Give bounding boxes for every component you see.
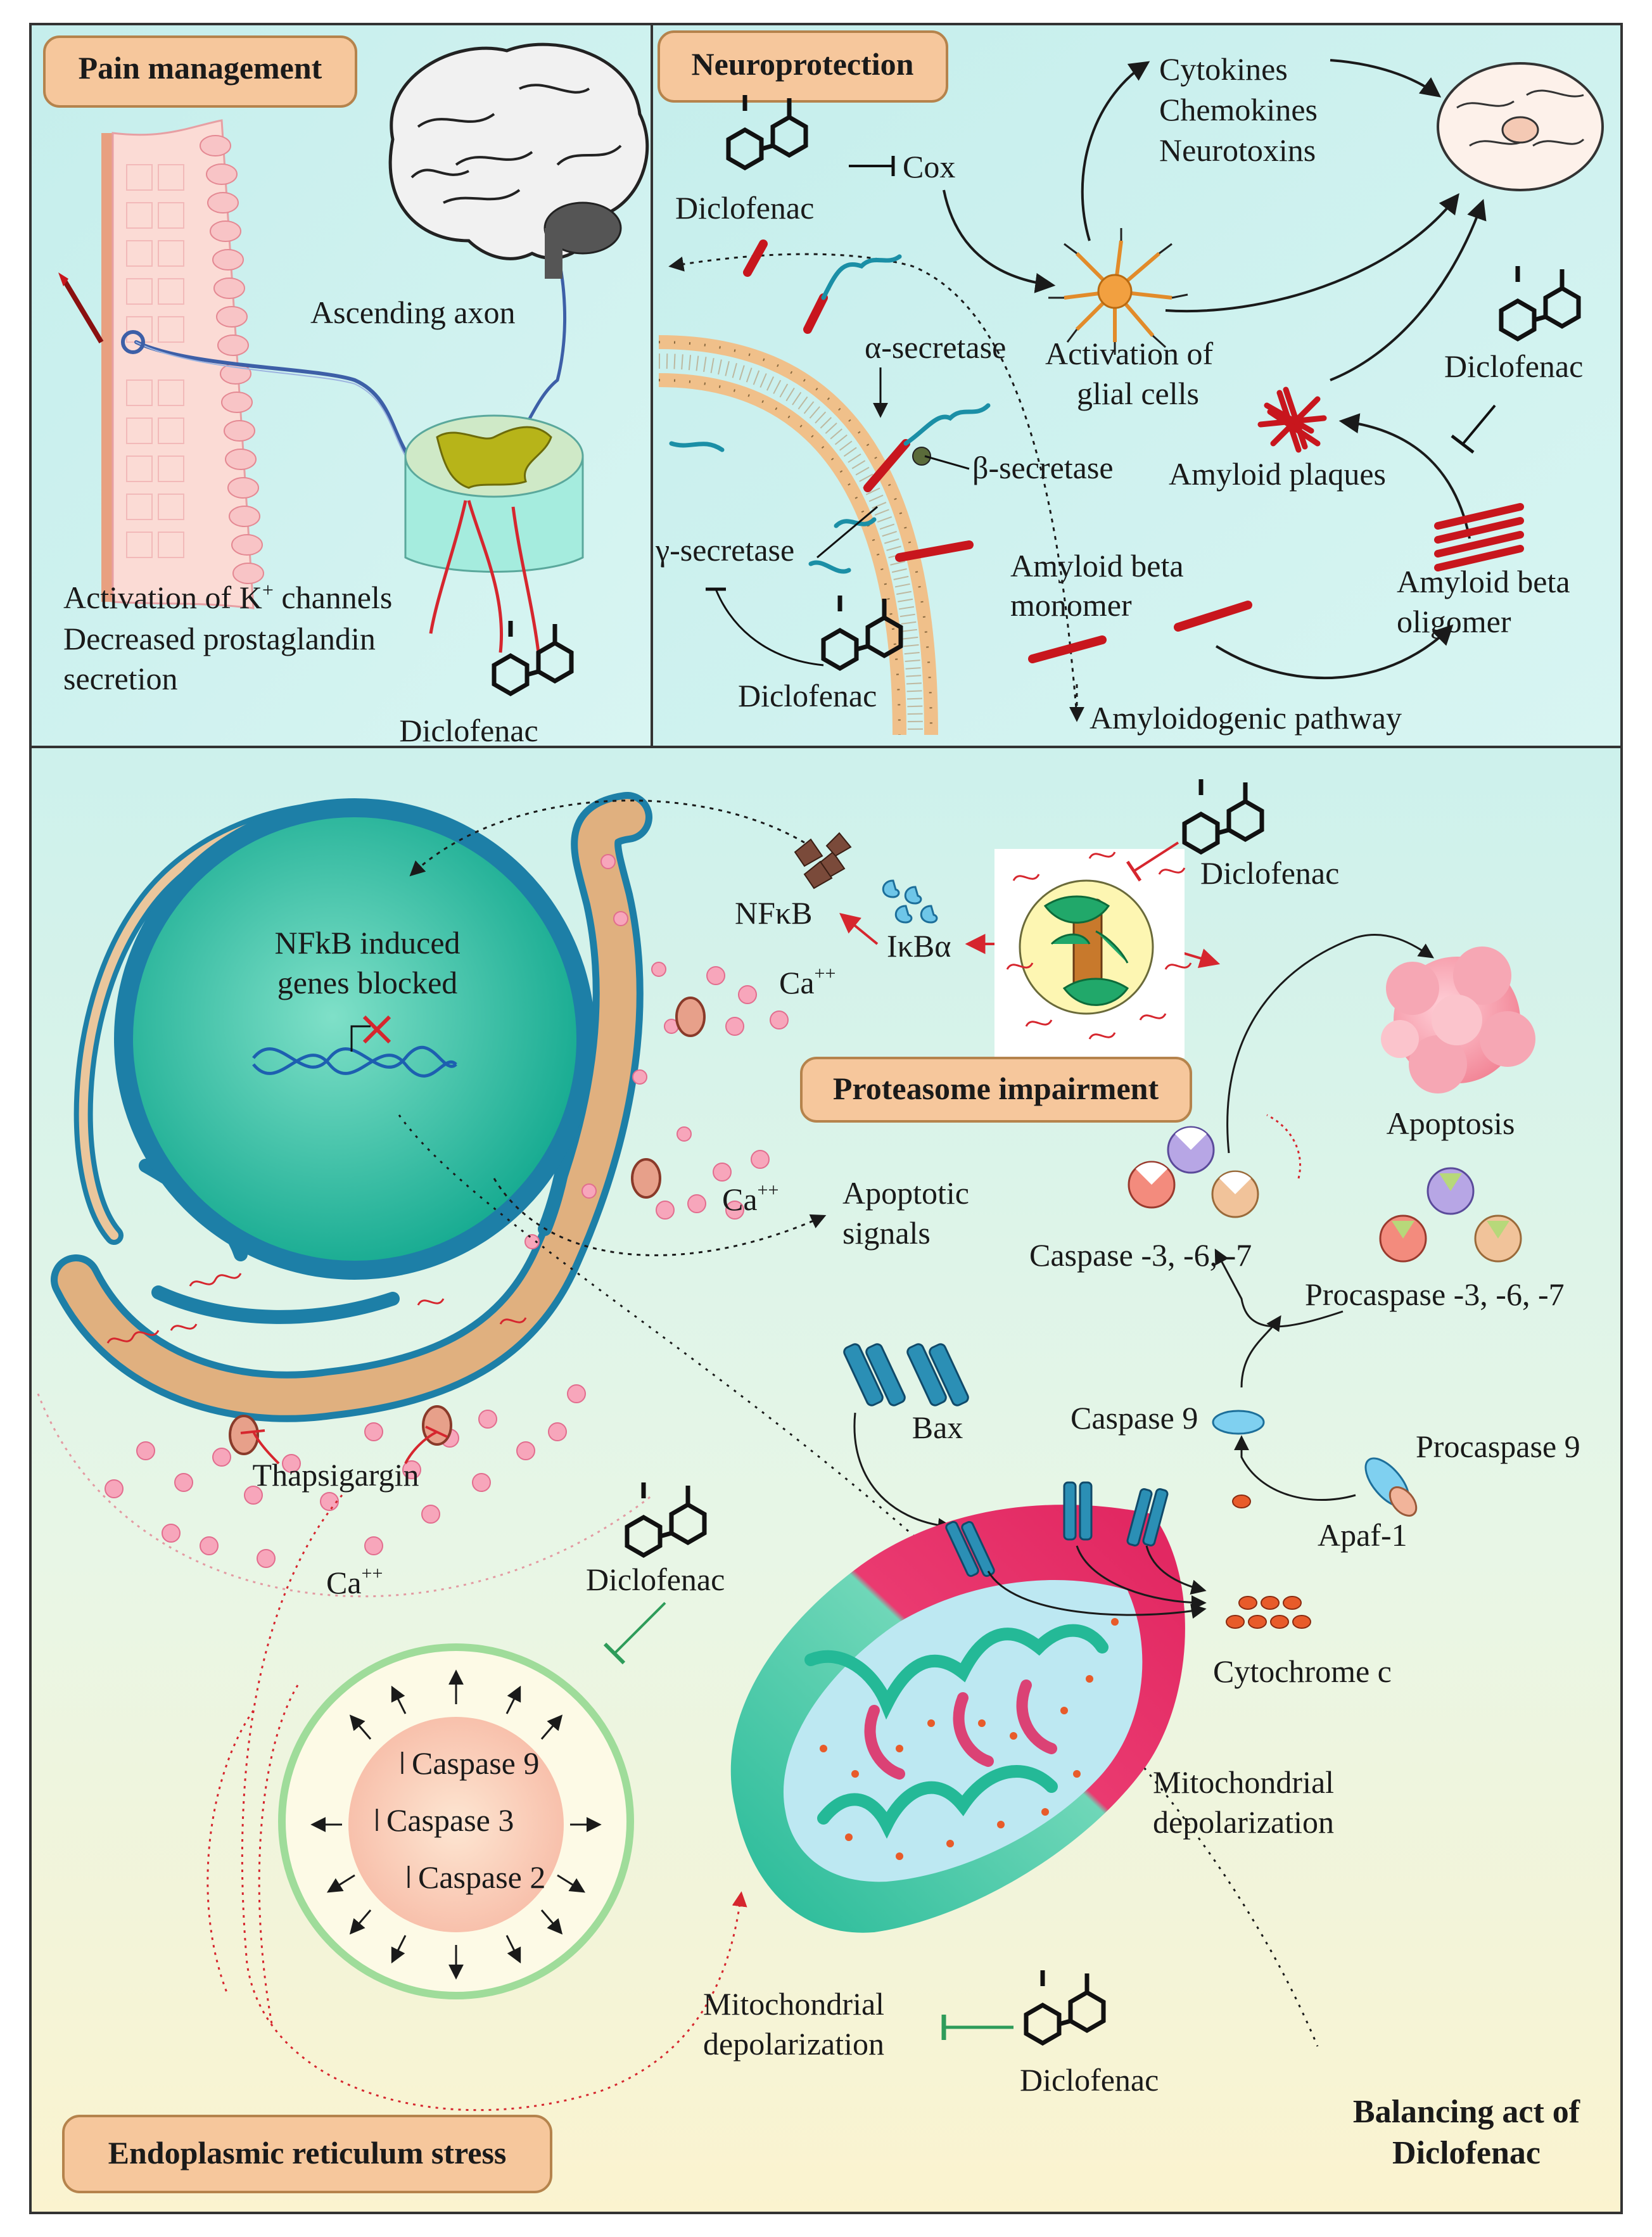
pain-diclofenac-label: Diclofenac xyxy=(399,713,538,748)
gamma-secretase-label: γ-secretase xyxy=(655,532,794,568)
diclofenac-molecule-icon xyxy=(726,95,808,171)
proteasome-diclofenac-label: Diclofenac xyxy=(1200,855,1339,891)
cox-label: Cox xyxy=(903,149,955,184)
alpha-secretase-label: α-secretase xyxy=(865,329,1006,365)
nfkb-genes-label-1: NFkB induced xyxy=(274,925,460,960)
balancing-label-1: Balancing act of xyxy=(1353,2094,1580,2130)
cytokines-label: Cytokines xyxy=(1159,51,1288,87)
neuro-header: Neuroprotection xyxy=(658,30,948,103)
ikba-label: IκBα xyxy=(887,928,951,964)
caspase9-label: Caspase 9 xyxy=(1071,1400,1198,1436)
cytochrome-icon xyxy=(1226,1596,1311,1629)
ikba-icon xyxy=(882,879,938,924)
pain-header-text: Pain management xyxy=(79,50,322,86)
decreased-prostaglandin-label: Decreased prostaglandin xyxy=(63,621,376,656)
secretion-label: secretion xyxy=(63,661,177,696)
ca-low-label: Ca++ xyxy=(326,1563,383,1600)
activation-k-label: Activation of K+ channels xyxy=(63,578,392,615)
caspase-icons xyxy=(1128,1126,1522,1263)
app-protein xyxy=(669,254,991,574)
procaspase-367-label: Procaspase -3, -6, -7 xyxy=(1305,1277,1565,1312)
activation-glial-label-2: glial cells xyxy=(1077,376,1199,411)
thapsigargin-label: Thapsigargin xyxy=(253,1457,419,1493)
diclofenac-molecule-icon xyxy=(1024,1970,1106,2046)
diclofenac-molecule-icon xyxy=(1182,779,1264,855)
amyloid-oligomer-icon xyxy=(1434,503,1524,571)
ca-top-label: Ca++ xyxy=(779,963,836,1000)
thapsigargin-inhibit xyxy=(240,1425,448,1465)
glial-cell-icon xyxy=(1048,228,1188,355)
neuro-header-text: Neuroprotection xyxy=(692,46,914,82)
diclofenac-molecule-icon xyxy=(1499,266,1581,342)
neuro-diclofenac-right: Diclofenac xyxy=(1444,348,1583,384)
amyloid-fragments xyxy=(743,239,1252,663)
amyloid-plaques-label: Amyloid plaques xyxy=(1169,456,1386,492)
amyloid-oligomer-label-1: Amyloid beta xyxy=(1397,564,1570,599)
caspase9-icon xyxy=(1212,1410,1265,1435)
bax-icon xyxy=(843,1343,969,1406)
mito-depol-left-2: depolarization xyxy=(703,2026,884,2062)
apoptotic-cell-icon xyxy=(1381,946,1535,1093)
beta-secretase-label: β-secretase xyxy=(972,450,1114,485)
activation-glial-label-1: Activation of xyxy=(1045,336,1214,371)
proteasome-header: Proteasome impairment xyxy=(800,1057,1192,1123)
brain-icon xyxy=(388,42,649,279)
spinal-cord xyxy=(404,414,584,573)
amyloid-oligomer-label-2: oligomer xyxy=(1397,604,1511,639)
er-diclofenac-label: Diclofenac xyxy=(586,1562,725,1597)
pain-header: Pain management xyxy=(43,35,357,108)
apoptosis-label: Apoptosis xyxy=(1387,1106,1515,1141)
casp3-up-label: Caspase 3 xyxy=(386,1802,514,1838)
proteasome-header-text: Proteasome impairment xyxy=(833,1071,1159,1106)
diclofenac-molecule-icon xyxy=(821,596,903,672)
brain-slice-icon xyxy=(1437,62,1604,191)
drug-lines-pain xyxy=(429,500,540,653)
bax-membrane-icon xyxy=(945,1481,1169,1577)
mito-depol-left-1: Mitochondrial xyxy=(703,1986,884,2022)
balancing-label-2: Diclofenac xyxy=(1392,2135,1541,2171)
diclofenac-molecule-icon xyxy=(625,1482,707,1558)
feedback-arcs xyxy=(206,1495,747,2112)
neuro-diclofenac-top: Diclofenac xyxy=(675,190,814,226)
casp9-up-label: Caspase 9 xyxy=(412,1745,539,1781)
dna-icon xyxy=(252,1046,457,1069)
diclofenac-molecule-icon xyxy=(492,621,574,697)
misfolded-protein-icon xyxy=(106,1273,527,1344)
procaspase9-icon xyxy=(1364,1457,1418,1517)
calcium-dots xyxy=(105,854,789,1568)
cytochrome-label: Cytochrome c xyxy=(1213,1654,1392,1689)
pin-icon xyxy=(58,272,104,344)
er-stress-header-text: Endoplasmic reticulum stress xyxy=(108,2135,507,2170)
neuro-arrows xyxy=(943,59,1487,680)
skin-tissue xyxy=(101,119,264,609)
dashed-arrow-neuro xyxy=(668,253,1078,717)
cell-membrane xyxy=(658,335,938,736)
apaf1-label: Apaf-1 xyxy=(1318,1517,1407,1553)
er-stress-header: Endoplasmic reticulum stress xyxy=(62,2115,552,2193)
procaspase9-label: Procaspase 9 xyxy=(1416,1429,1580,1464)
mito-depol-right-1: Mitochondrial xyxy=(1153,1764,1334,1800)
nfkb-icon xyxy=(794,832,852,889)
proteasome-icon xyxy=(994,849,1192,1058)
neurotoxins-label: Neurotoxins xyxy=(1159,132,1316,168)
nfkb-label: NFκB xyxy=(735,895,812,931)
bax-label: Bax xyxy=(912,1410,963,1445)
amyloid-plaques-icon xyxy=(1257,386,1327,453)
ca-mid-label: Ca++ xyxy=(722,1180,778,1217)
neuro-diclofenac-bottom: Diclofenac xyxy=(738,678,877,713)
amyloid-monomer-label-1: Amyloid beta xyxy=(1010,548,1184,583)
ascending-axon-label: Ascending axon xyxy=(310,295,516,330)
mito-diclofenac-label: Diclofenac xyxy=(1020,2062,1159,2098)
casp2-up-label: Caspase 2 xyxy=(418,1859,545,1895)
chemokines-label: Chemokines xyxy=(1159,92,1318,127)
apoptotic-signals-label-1: Apoptotic xyxy=(842,1175,969,1211)
amyloid-monomer-label-2: monomer xyxy=(1010,587,1132,623)
amyloidogenic-label: Amyloidogenic pathway xyxy=(1090,700,1402,736)
apoptotic-signals-label-2: signals xyxy=(842,1215,931,1251)
mito-depol-right-2: depolarization xyxy=(1153,1804,1334,1840)
nfkb-genes-label-2: genes blocked xyxy=(277,965,458,1000)
